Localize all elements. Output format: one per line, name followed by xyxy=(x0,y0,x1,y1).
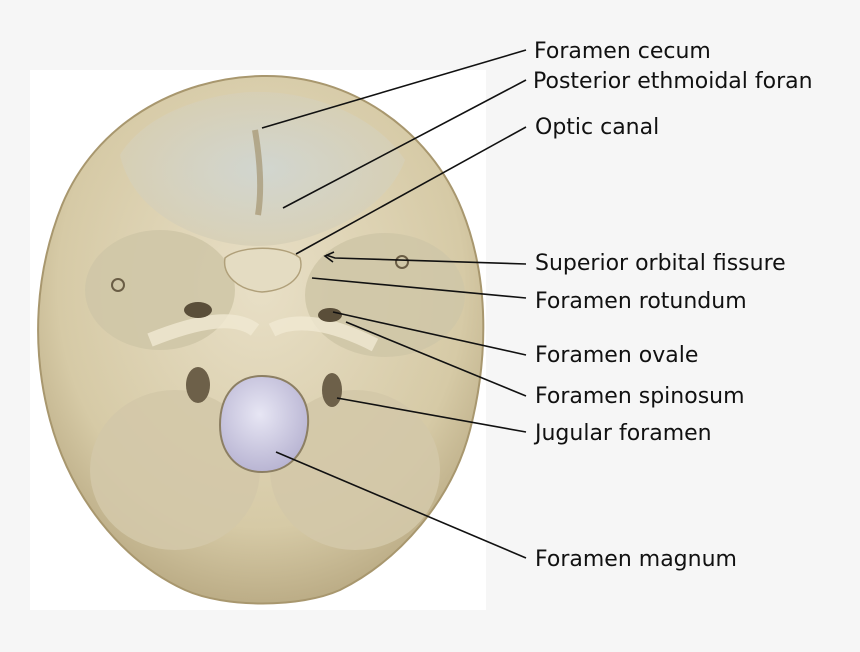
label-foramen-ovale: Foramen ovale xyxy=(535,343,698,368)
label-optic-canal: Optic canal xyxy=(535,115,659,140)
leader-line-jugular-foramen xyxy=(336,397,527,433)
leader-lines xyxy=(261,49,527,559)
label-superior-orbital-fissure: Superior orbital fissure xyxy=(535,251,786,276)
label-group: Foramen cecum Posterior ethmoidal foran … xyxy=(533,39,813,572)
label-posterior-ethmoidal-foramen: Posterior ethmoidal foran xyxy=(533,69,813,94)
label-jugular-foramen: Jugular foramen xyxy=(533,421,712,446)
leader-line-optic-canal xyxy=(295,126,527,255)
leader-line-foramen-ovale xyxy=(332,311,527,356)
leader-line-foramen-spinosum xyxy=(345,321,527,397)
label-foramen-spinosum: Foramen spinosum xyxy=(535,384,745,409)
label-foramen-rotundum: Foramen rotundum xyxy=(535,289,747,314)
label-foramen-cecum: Foramen cecum xyxy=(534,39,711,64)
leader-arrow-superior-orbital-fissure xyxy=(323,251,335,263)
label-foramen-magnum: Foramen magnum xyxy=(535,547,737,572)
leader-line-foramen-rotundum xyxy=(311,277,527,299)
leader-line-foramen-magnum xyxy=(275,451,527,559)
leader-line-superior-orbital-fissure xyxy=(325,254,527,265)
skull-image xyxy=(37,74,485,605)
leader-line-posterior-ethmoidal-foramen xyxy=(282,79,527,209)
leader-line-foramen-cecum xyxy=(261,49,527,129)
